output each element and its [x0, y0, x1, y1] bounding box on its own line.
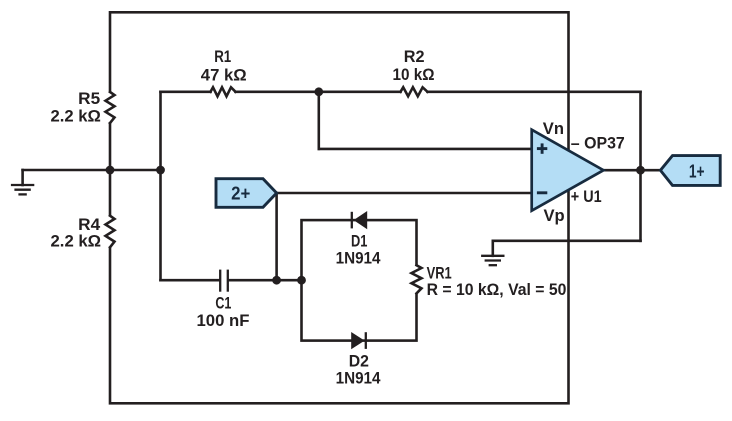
svg-text:VR1: VR1: [427, 265, 452, 283]
svg-text:D2: D2: [349, 353, 369, 371]
svg-text:D1: D1: [351, 233, 367, 251]
svg-text:2.2 kΩ: 2.2 kΩ: [51, 232, 102, 250]
svg-text:100 nF: 100 nF: [197, 312, 250, 330]
svg-text:1+: 1+: [689, 161, 705, 181]
svg-text:1N914: 1N914: [336, 369, 382, 387]
svg-text:R1: R1: [214, 48, 231, 66]
svg-text:Vp: Vp: [544, 207, 565, 225]
svg-text:R2: R2: [404, 48, 425, 66]
svg-text:2+: 2+: [231, 184, 250, 204]
svg-text:– OP37: – OP37: [571, 134, 625, 152]
svg-text:10 kΩ: 10 kΩ: [393, 66, 435, 84]
svg-text:2.2 kΩ: 2.2 kΩ: [51, 108, 101, 126]
svg-text:47 kΩ: 47 kΩ: [201, 66, 247, 84]
svg-text:C1: C1: [215, 295, 231, 313]
svg-text:R = 10 kΩ, Val = 50: R = 10 kΩ, Val = 50: [427, 280, 567, 299]
svg-text:R5: R5: [78, 90, 100, 108]
svg-text:+ U1: + U1: [571, 188, 602, 206]
svg-text:R4: R4: [78, 216, 101, 234]
svg-text:1N914: 1N914: [336, 249, 382, 267]
svg-text:Vn: Vn: [543, 120, 564, 138]
